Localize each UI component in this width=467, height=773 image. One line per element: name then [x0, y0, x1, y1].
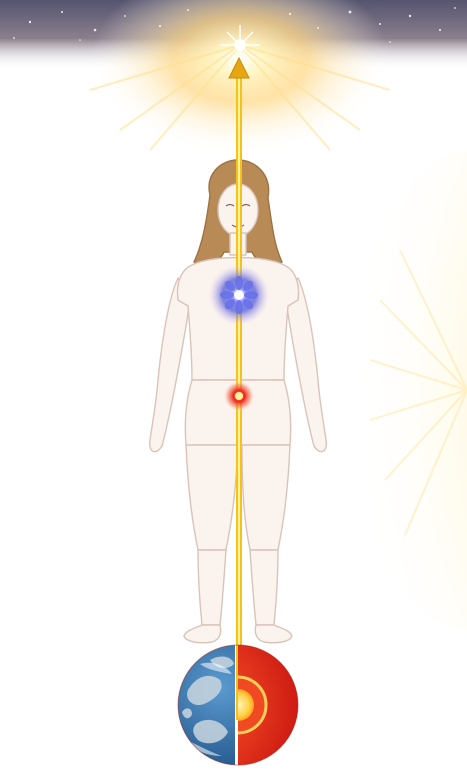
left-foot: [184, 625, 221, 643]
left-shin: [198, 550, 226, 625]
heart-center-glow: [209, 265, 269, 325]
left-leg: [186, 445, 238, 550]
right-foot: [255, 625, 292, 643]
navel-center-glow: [223, 380, 255, 412]
earth-globe: [178, 645, 298, 765]
side-sun-glow: [350, 150, 467, 630]
right-shin: [250, 550, 278, 625]
right-leg: [242, 445, 290, 550]
